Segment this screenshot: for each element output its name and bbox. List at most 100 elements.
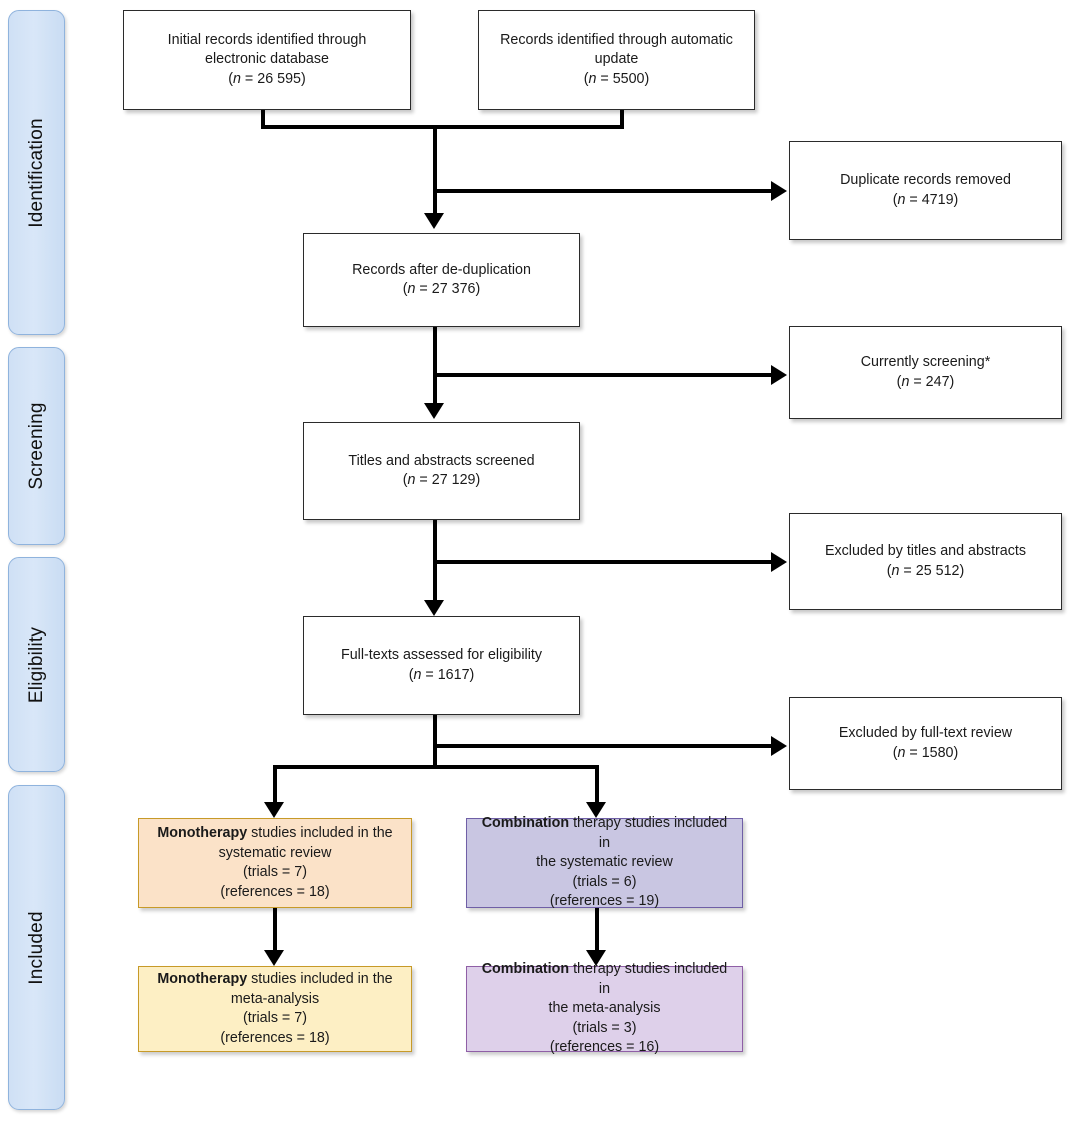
arrow-to-excluded-titles (771, 552, 787, 572)
combo-review-references: (references = 19) (549, 893, 660, 910)
stage-band-identification: Identification (8, 10, 65, 335)
node-monotherapy-meta-analysis: Monotherapy studies included in the meta… (138, 966, 412, 1052)
excluded-titles-n-symbol: n (891, 562, 900, 579)
mono-meta-line2: meta-analysis (230, 990, 320, 1007)
mono-review-trials: (trials = 7) (243, 864, 307, 880)
connector-merge-down (433, 125, 437, 219)
fulltext-n-symbol: n (413, 666, 422, 683)
fulltext-line1: Full-texts assessed for eligibility (340, 647, 543, 663)
arrow-to-titles-screened (424, 403, 444, 419)
duplicates-line1: Duplicate records removed (840, 172, 1011, 188)
initial-records-count: = 26 595) (240, 70, 306, 87)
node-titles-abstracts-screened: Titles and abstracts screened (n = 27 12… (303, 422, 580, 520)
node-currently-screening: Currently screening* (n = 247) (789, 326, 1062, 419)
currently-screening-count: = 247) (909, 373, 955, 390)
combo-review-line2: the systematic review (536, 854, 673, 871)
stage-label-identification: Identification (25, 117, 47, 228)
dedup-n-symbol: n (407, 281, 416, 297)
node-excluded-by-titles-abstracts: Excluded by titles and abstracts (n = 25… (789, 513, 1062, 610)
arrow-to-currently-screening (771, 365, 787, 385)
node-initial-records-text: Initial records identified through elect… (167, 31, 367, 87)
connector-initial-stub (261, 110, 265, 129)
arrow-to-combo-review (586, 802, 606, 818)
connector-merge-bar (261, 125, 624, 129)
combo-meta-bold: Combination (481, 961, 570, 978)
node-duplicate-records-removed: Duplicate records removed (n = 4719) (789, 141, 1062, 240)
connector-to-currently-screening (433, 373, 773, 377)
node-records-automatic-update: Records identified through automatic upd… (478, 10, 755, 110)
node-combination-meta-analysis-text: Combination therapy studies included in … (475, 960, 734, 1058)
combo-meta-trials: (trials = 3) (572, 1019, 637, 1036)
node-excluded-by-titles-abstracts-text: Excluded by titles and abstracts (n = 25… (824, 543, 1027, 579)
connector-split-left-down (273, 765, 277, 808)
node-records-after-de-duplication: Records after de-duplication (n = 27 376… (303, 233, 580, 327)
titles-screened-n-symbol: n (407, 472, 416, 488)
titles-screened-count: = 27 129) (415, 472, 481, 488)
initial-records-line1: Initial records identified through (167, 31, 367, 48)
stage-label-included: Included (25, 910, 47, 985)
auto-update-n-symbol: n (588, 70, 597, 87)
excluded-fulltext-n-symbol: n (897, 744, 906, 761)
excluded-fulltext-line1: Excluded by full-text review (838, 725, 1013, 741)
combo-meta-references: (references = 16) (549, 1039, 660, 1056)
dedup-line1: Records after de-duplication (352, 261, 531, 278)
node-full-texts-assessed-text: Full-texts assessed for eligibility (n =… (340, 647, 543, 683)
connector-mono-review-down (273, 908, 277, 956)
arrow-to-combo-meta (586, 950, 606, 966)
currently-screening-n-symbol: n (901, 373, 910, 390)
node-currently-screening-text: Currently screening* (n = 247) (860, 354, 991, 390)
node-excluded-by-full-text-review: Excluded by full-text review (n = 1580) (789, 697, 1062, 790)
mono-review-bold: Monotherapy (157, 825, 248, 841)
stage-label-eligibility: Eligibility (25, 626, 47, 703)
duplicates-count: = 4719) (905, 191, 959, 208)
stage-label-screening: Screening (25, 402, 47, 490)
excluded-titles-line1: Excluded by titles and abstracts (824, 543, 1027, 559)
excluded-titles-count: = 25 512) (899, 562, 965, 579)
connector-split-right-down (595, 765, 599, 808)
connector-to-excluded-titles (433, 560, 773, 564)
node-monotherapy-systematic-review-text: Monotherapy studies included in the syst… (157, 824, 392, 902)
node-combination-meta-analysis: Combination therapy studies included in … (466, 961, 743, 1055)
arrow-to-mono-meta (264, 950, 284, 966)
connector-to-excluded-fulltext (433, 744, 773, 748)
titles-screened-line1: Titles and abstracts screened (348, 452, 535, 469)
stage-band-eligibility: Eligibility (8, 557, 65, 772)
node-monotherapy-meta-analysis-text: Monotherapy studies included in the meta… (157, 970, 392, 1048)
combo-review-bold: Combination (481, 815, 570, 832)
arrow-to-after-dedup (424, 213, 444, 229)
mono-review-references: (references = 18) (220, 883, 330, 900)
node-records-after-de-duplication-text: Records after de-duplication (n = 27 376… (352, 261, 531, 298)
stage-band-included: Included (8, 785, 65, 1110)
combo-meta-line2: the meta-analysis (548, 1000, 661, 1017)
initial-records-n-symbol: n (233, 70, 241, 87)
node-records-automatic-update-text: Records identified through automatic upd… (500, 31, 733, 87)
combo-review-line1: therapy studies included in (569, 815, 728, 851)
node-combination-systematic-review: Combination therapy studies included in … (466, 815, 743, 909)
connector-to-duplicates (433, 189, 773, 193)
node-duplicate-records-removed-text: Duplicate records removed (n = 4719) (840, 172, 1011, 208)
mono-meta-references: (references = 18) (220, 1029, 330, 1046)
connector-included-split-bar (273, 765, 599, 769)
fulltext-count: = 1617) (421, 666, 475, 683)
node-combination-systematic-review-text: Combination therapy studies included in … (475, 814, 734, 912)
node-excluded-by-full-text-review-text: Excluded by full-text review (n = 1580) (838, 725, 1013, 761)
connector-update-stub (620, 110, 624, 129)
node-monotherapy-systematic-review: Monotherapy studies included in the syst… (138, 818, 412, 908)
duplicates-n-symbol: n (897, 191, 906, 208)
node-initial-records: Initial records identified through elect… (123, 10, 411, 110)
dedup-count: = 27 376) (415, 281, 481, 297)
connector-fulltext-down (433, 715, 437, 767)
arrow-to-duplicates (771, 181, 787, 201)
connector-dedup-down (433, 327, 437, 409)
mono-review-line1: studies included in the (247, 825, 393, 841)
mono-meta-bold: Monotherapy (157, 971, 248, 987)
auto-update-line1: Records identified through automatic (500, 31, 733, 48)
stage-band-screening: Screening (8, 347, 65, 545)
auto-update-count: = 5500) (596, 70, 650, 87)
combo-meta-line1: therapy studies included in (569, 961, 728, 997)
connector-combo-review-down (595, 908, 599, 956)
node-full-texts-assessed: Full-texts assessed for eligibility (n =… (303, 616, 580, 715)
mono-meta-trials: (trials = 7) (243, 1010, 307, 1026)
mono-meta-line1: studies included in the (247, 971, 393, 987)
